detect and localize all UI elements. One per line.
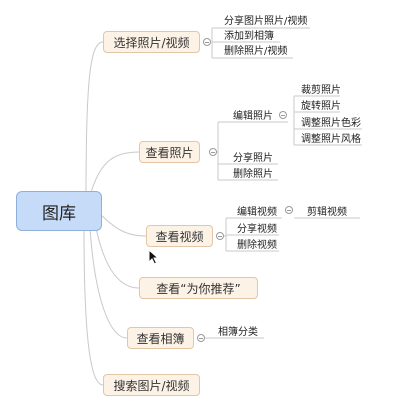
leaf-add-to-album[interactable]: 添加到相簿 xyxy=(222,26,274,42)
connector-root-branch-2 xyxy=(89,151,140,197)
leaf-share-video[interactable]: 分享视频 xyxy=(235,219,277,235)
root-node[interactable]: 图库 xyxy=(16,191,102,231)
branch-view-albums[interactable]: 查看相簿 xyxy=(127,327,194,349)
branch-label: 查看照片 xyxy=(145,145,194,160)
leaf-label: 相簿分类 xyxy=(218,326,258,338)
collapse-toggle-edit-video[interactable] xyxy=(285,206,293,214)
leaf-label: 分享照片 xyxy=(233,152,273,164)
branch-label: 查看“为你推荐” xyxy=(156,281,241,296)
connector-root-branch-1 xyxy=(85,41,104,197)
leaf-delete-video[interactable]: 删除视频 xyxy=(235,235,277,251)
connector-root-branch-4 xyxy=(95,227,140,289)
branch-label: 查看视频 xyxy=(155,229,204,244)
collapse-toggle-branch-1[interactable] xyxy=(203,38,211,46)
leaf-label: 添加到相簿 xyxy=(224,30,274,42)
collapse-toggle-branch-3[interactable] xyxy=(216,232,224,240)
leaf-delete-photo-video[interactable]: 删除照片/视频 xyxy=(222,41,287,57)
leaf-label: 删除视频 xyxy=(237,239,277,251)
branch-view-photo[interactable]: 查看照片 xyxy=(139,141,200,163)
leaf-share-photo[interactable]: 分享照片 xyxy=(231,148,273,164)
branch-label: 搜索图片/视频 xyxy=(113,378,190,393)
collapse-toggle-branch-2[interactable] xyxy=(209,148,217,156)
leaf-share-photo-video[interactable]: 分享图片照片/视频 xyxy=(222,11,307,27)
branch-label: 选择照片/视频 xyxy=(113,35,190,50)
leaf-label: 编辑视频 xyxy=(237,206,277,218)
leaf-label: 分享图片照片/视频 xyxy=(224,15,308,27)
leaf-clip-video[interactable]: 剪辑视频 xyxy=(305,202,347,218)
branch-label: 查看相簿 xyxy=(136,331,185,346)
collapse-toggle-edit-photo[interactable] xyxy=(279,111,287,119)
leaf-album-category[interactable]: 相簿分类 xyxy=(216,322,258,338)
leaf-label: 裁剪照片 xyxy=(301,84,341,96)
leaf-adjust-photo-color[interactable]: 调整照片色彩 xyxy=(299,113,361,129)
leaf-adjust-photo-style[interactable]: 调整照片风格 xyxy=(299,129,361,145)
connector-root-branch-3 xyxy=(100,214,147,237)
leaf-edit-photo[interactable]: 编辑照片 xyxy=(231,106,273,122)
branch-view-video[interactable]: 查看视频 xyxy=(146,225,213,247)
leaf-label: 删除照片/视频 xyxy=(224,45,288,57)
leaf-label: 删除照片 xyxy=(233,168,273,180)
leaf-label: 调整照片色彩 xyxy=(301,117,361,129)
leaf-label: 编辑照片 xyxy=(233,110,273,122)
root-label: 图库 xyxy=(42,203,76,224)
leaf-rotate-photo[interactable]: 旋转照片 xyxy=(299,96,341,112)
leaf-delete-photo[interactable]: 删除照片 xyxy=(231,164,273,180)
leaf-label: 剪辑视频 xyxy=(307,206,347,218)
branch-view-recommended[interactable]: 查看“为你推荐” xyxy=(139,277,258,299)
leaf-label: 旋转照片 xyxy=(301,100,341,112)
leaf-edit-video[interactable]: 编辑视频 xyxy=(235,202,277,218)
leaf-label: 调整照片风格 xyxy=(301,133,361,145)
branch-search-photo-video[interactable]: 搜索图片/视频 xyxy=(103,374,200,396)
branch-select-photo-video[interactable]: 选择照片/视频 xyxy=(103,31,200,53)
mouse-cursor-icon xyxy=(148,249,160,265)
connector-root-branch-5 xyxy=(89,227,128,339)
connector-root-branch-6 xyxy=(83,227,104,386)
collapse-toggle-branch-5[interactable] xyxy=(197,334,205,342)
leaf-label: 分享视频 xyxy=(237,223,277,235)
leaf-crop-photo[interactable]: 裁剪照片 xyxy=(299,80,341,96)
